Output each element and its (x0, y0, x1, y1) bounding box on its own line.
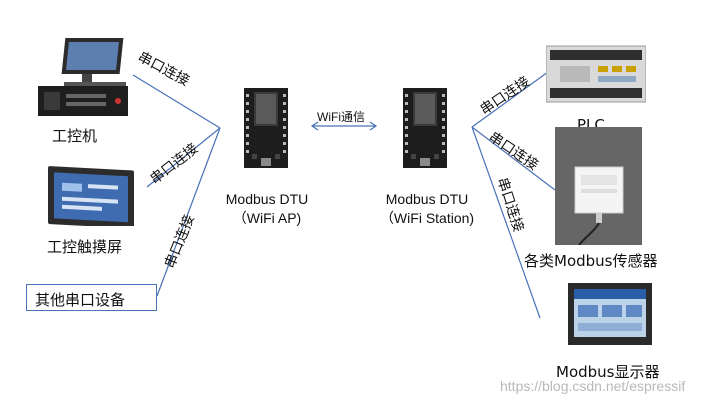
sensor-device (555, 127, 642, 246)
other-serial-device-box: 其他串口设备 (26, 284, 157, 311)
ipc-device (36, 32, 134, 118)
wire-display (471, 126, 541, 319)
dtu-station-mode: （WiFi Station) (379, 209, 475, 226)
display-label: Modbus显示器 (556, 363, 660, 381)
sensor-icon (555, 127, 642, 246)
esp32-board-icon (244, 88, 288, 168)
dtu-ap-board (244, 88, 288, 168)
esp32-board-icon (403, 88, 447, 168)
display-icon (568, 283, 652, 345)
touch-screen-icon (48, 166, 134, 229)
dtu-station-name: Modbus DTU (385, 191, 469, 207)
display-device (568, 283, 652, 345)
ipc-icon (38, 38, 128, 116)
dtu-ap-label: Modbus DTU （WiFi AP) (212, 190, 322, 228)
sensor-label: 各类Modbus传感器 (524, 252, 658, 270)
dtu-ap-mode: （WiFi AP) (232, 209, 302, 226)
plc-icon (545, 45, 647, 103)
wifi-arrow (310, 121, 378, 131)
watermark: https://blog.csdn.net/espressif (500, 378, 686, 394)
wire-ipc (132, 74, 221, 129)
dtu-station-label: Modbus DTU （WiFi Station) (368, 190, 486, 228)
wire-other (156, 127, 221, 297)
plc-device (545, 38, 647, 106)
ipc-label: 工控机 (52, 127, 98, 145)
dtu-station-board (403, 88, 447, 168)
touch-screen-device (48, 164, 136, 229)
dtu-ap-name: Modbus DTU (225, 191, 309, 207)
wire-sensor (471, 126, 556, 191)
wifi-link-label: WiFi通信 (317, 110, 365, 124)
wire-plc (471, 71, 549, 128)
wire-touch (146, 127, 221, 188)
touch-screen-label: 工控触摸屏 (47, 238, 123, 256)
